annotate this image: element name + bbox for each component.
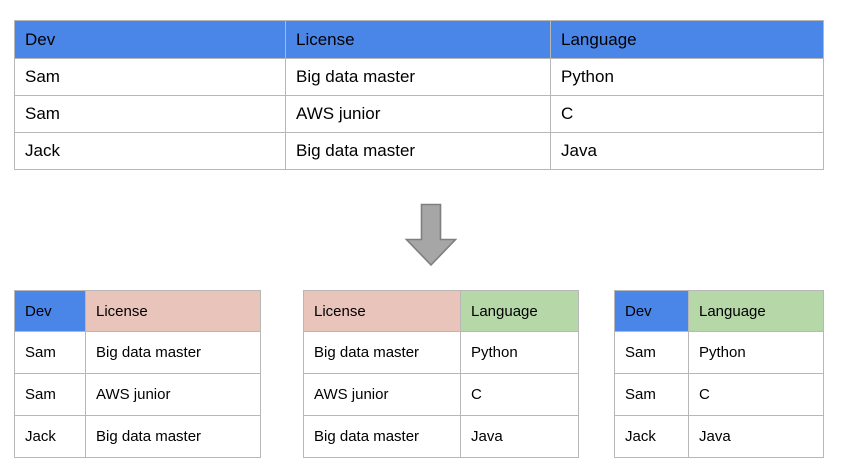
source-table: Dev License Language Sam Big data master… [14, 20, 824, 170]
cell-language: Python [688, 331, 824, 374]
table-row: Sam C [614, 373, 824, 416]
table-row: AWS junior C [303, 373, 579, 416]
cell-license: Big data master [85, 331, 261, 374]
cell-license: Big data master [285, 132, 551, 170]
table-header-row: License Language [303, 290, 579, 332]
column-header-license: License [285, 20, 551, 59]
table-row: Sam Big data master Python [14, 58, 824, 96]
cell-dev: Sam [14, 95, 286, 133]
cell-license: Big data master [303, 415, 461, 458]
cell-dev: Sam [614, 373, 689, 416]
table-row: Sam AWS junior [14, 373, 261, 416]
table-row: Jack Big data master Java [14, 132, 824, 170]
column-header-dev: Dev [614, 290, 689, 332]
cell-dev: Jack [14, 132, 286, 170]
column-header-dev: Dev [14, 290, 86, 332]
column-header-license: License [85, 290, 261, 332]
cell-dev: Jack [614, 415, 689, 458]
arrow-down-icon [404, 203, 458, 267]
table-row: Sam AWS junior C [14, 95, 824, 133]
cell-language: Java [550, 132, 824, 170]
cell-license: AWS junior [285, 95, 551, 133]
table-row: Sam Python [614, 331, 824, 374]
column-header-language: Language [460, 290, 579, 332]
column-header-license: License [303, 290, 461, 332]
table-row: Jack Java [614, 415, 824, 458]
cell-dev: Sam [14, 58, 286, 96]
cell-language: Java [460, 415, 579, 458]
cell-language: C [688, 373, 824, 416]
column-header-language: Language [688, 290, 824, 332]
cell-license: AWS junior [85, 373, 261, 416]
decomposed-table-license-language: License Language Big data master Python … [303, 290, 579, 458]
cell-dev: Sam [14, 331, 86, 374]
cell-language: Java [688, 415, 824, 458]
cell-dev: Jack [14, 415, 86, 458]
column-header-language: Language [550, 20, 824, 59]
cell-license: Big data master [285, 58, 551, 96]
cell-license: AWS junior [303, 373, 461, 416]
cell-dev: Sam [614, 331, 689, 374]
table-row: Jack Big data master [14, 415, 261, 458]
cell-language: C [550, 95, 824, 133]
column-header-dev: Dev [14, 20, 286, 59]
decomposed-table-dev-language: Dev Language Sam Python Sam C Jack Java [614, 290, 824, 458]
cell-dev: Sam [14, 373, 86, 416]
table-row: Big data master Java [303, 415, 579, 458]
table-row: Big data master Python [303, 331, 579, 374]
cell-license: Big data master [85, 415, 261, 458]
decomposed-table-dev-license: Dev License Sam Big data master Sam AWS … [14, 290, 261, 458]
cell-license: Big data master [303, 331, 461, 374]
table-header-row: Dev Language [614, 290, 824, 332]
cell-language: Python [460, 331, 579, 374]
cell-language: C [460, 373, 579, 416]
table-row: Sam Big data master [14, 331, 261, 374]
table-header-row: Dev License [14, 290, 261, 332]
table-header-row: Dev License Language [14, 20, 824, 59]
cell-language: Python [550, 58, 824, 96]
